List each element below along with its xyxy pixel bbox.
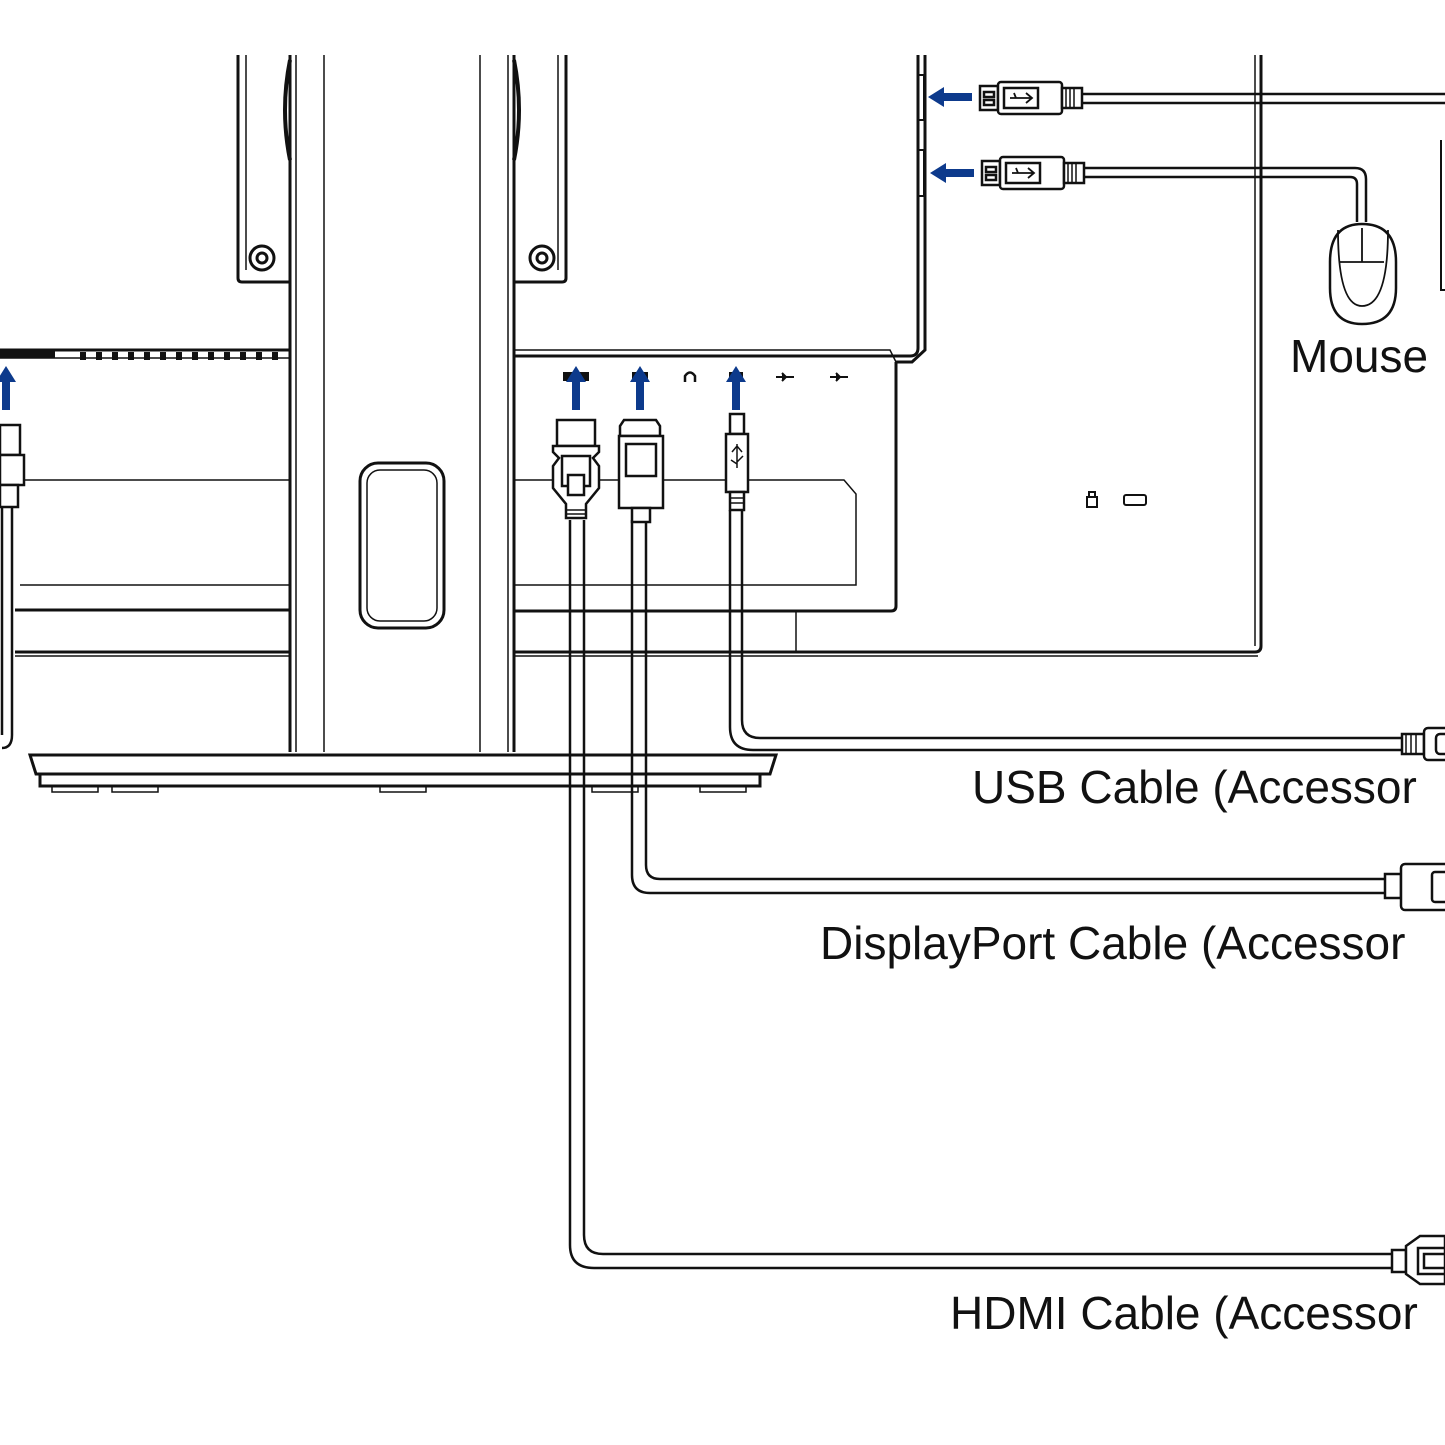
arrow-left-icon-usb-2 bbox=[930, 163, 974, 183]
hdmi-cable bbox=[568, 520, 1392, 1270]
usb-port-icon-1 bbox=[776, 372, 794, 382]
arrow-up-icon-power bbox=[0, 366, 16, 410]
displayport-plug-icon bbox=[617, 418, 665, 524]
kensington-lock-icon bbox=[1086, 491, 1098, 508]
mouse-label: Mouse bbox=[1290, 330, 1429, 382]
hdmi-cable-label: HDMI Cable (Accessor bbox=[950, 1287, 1418, 1339]
hdmi-plug-icon bbox=[551, 418, 601, 520]
usb-cable bbox=[728, 510, 1402, 752]
security-slot bbox=[1123, 494, 1147, 506]
plugs-ends bbox=[1383, 726, 1445, 1286]
arrow-left-icon-usb-1 bbox=[928, 87, 972, 107]
usb-a-plug-icon-1 bbox=[978, 80, 1084, 116]
usb-a-plug-icon-2 bbox=[980, 155, 1086, 191]
cables bbox=[0, 92, 1445, 1270]
monitor-body bbox=[0, 55, 1445, 793]
panel-port-icons bbox=[563, 371, 848, 382]
usb-b-plug-icon bbox=[724, 412, 750, 512]
usb-cable-label: USB Cable (Accessor bbox=[972, 761, 1417, 813]
headphone-icon bbox=[683, 371, 697, 382]
connection-arrows bbox=[0, 87, 974, 410]
displayport-plug-icon-end bbox=[1383, 862, 1445, 912]
mouse-cable bbox=[1085, 166, 1368, 222]
plugs-monitor bbox=[0, 80, 1398, 524]
usb-b-plug-icon-end bbox=[1400, 726, 1445, 762]
usb-port-icon-2 bbox=[830, 372, 848, 382]
displayport-cable-label: DisplayPort Cable (Accessor bbox=[820, 917, 1406, 969]
power-plug-icon bbox=[0, 423, 26, 509]
vent-slots bbox=[0, 350, 278, 360]
mouse-icon bbox=[1328, 222, 1398, 326]
hdmi-plug-icon-end bbox=[1390, 1234, 1445, 1286]
displayport-cable bbox=[630, 520, 1385, 895]
